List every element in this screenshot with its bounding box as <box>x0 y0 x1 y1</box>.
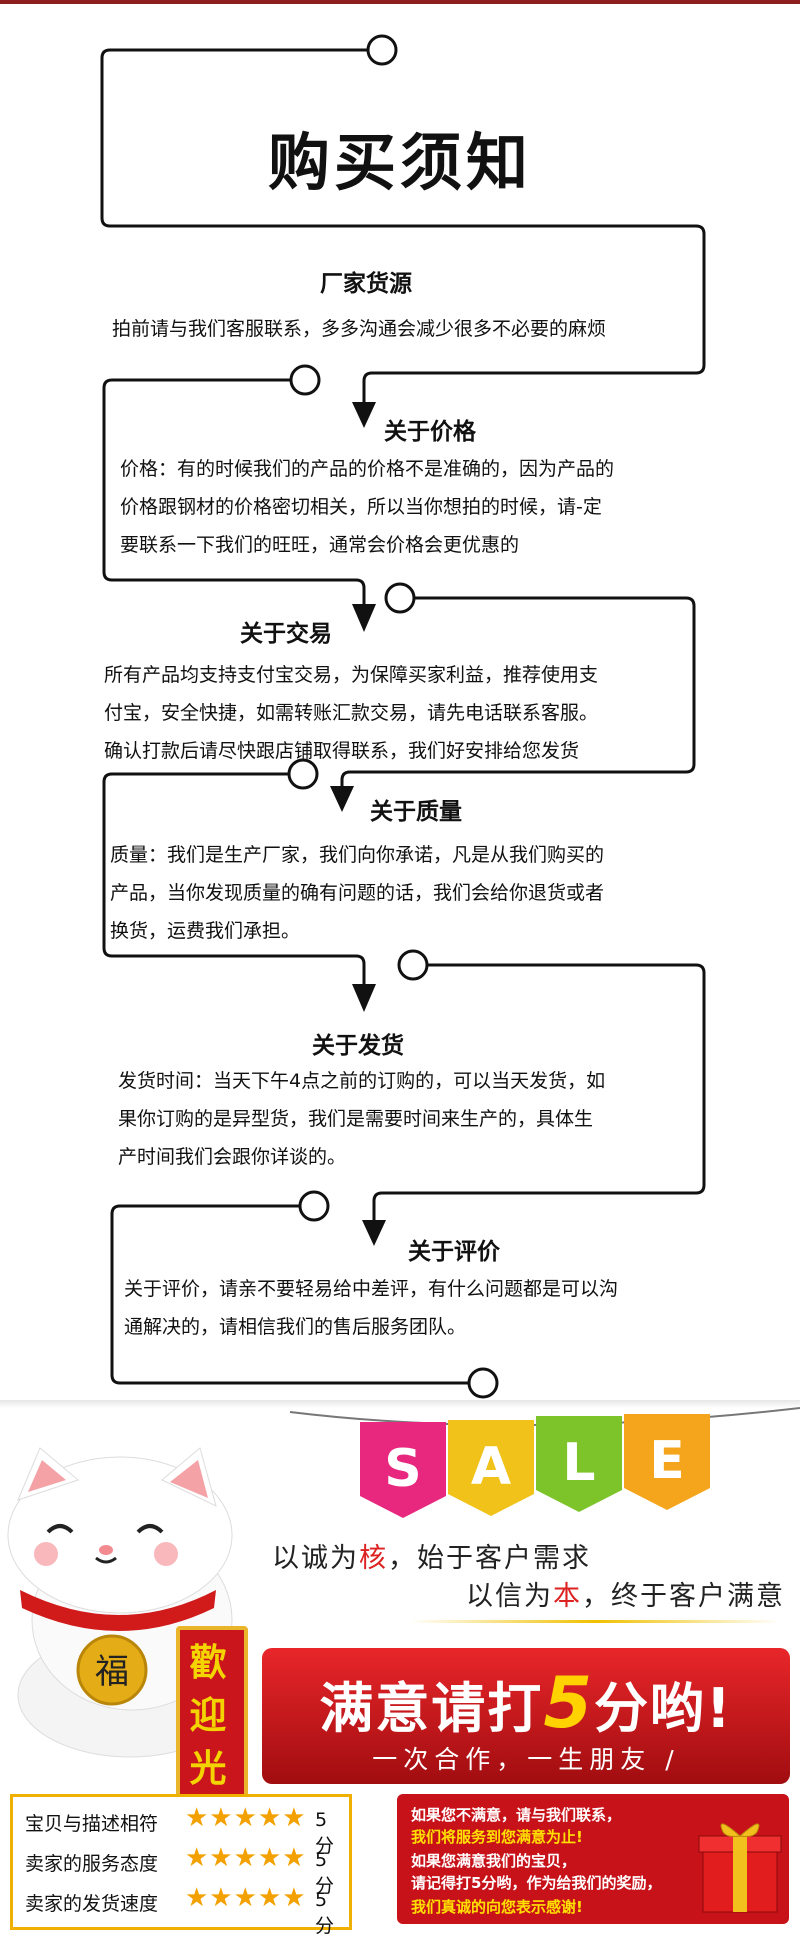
rating-row: 宝贝与描述相符 ★★★★★ 5分 <box>25 1803 345 1857</box>
arrow-down-icon <box>352 984 376 1012</box>
text-line: 所有产品均支持支付宝交易，为保障买家利益，推荐使用支 <box>104 664 599 686</box>
sale-letter: S <box>384 1439 421 1499</box>
section-body: 拍前请与我们客服联系，多多沟通会减少很多不必要的麻烦 <box>112 310 606 348</box>
section-body: 价格：有的时候我们的产品的价格不是准确的，因为产品的 价格跟钢材的价格密切相关，… <box>120 450 614 564</box>
section-heading: 关于交易 <box>240 621 332 647</box>
node-circle <box>289 364 321 396</box>
slogan-line-1: 以诚为核，始于客户需求 <box>272 1536 591 1575</box>
divider <box>0 1400 800 1408</box>
text-line: 质量：我们是生产厂家，我们向你承诺，凡是从我们购买的 <box>110 844 605 866</box>
section-heading: 厂家货源 <box>320 271 412 297</box>
section-heading: 关于价格 <box>384 419 476 445</box>
scroll-char: 迎 <box>189 1694 227 1737</box>
rating-row: 卖家的服务态度 ★★★★★ 5分 <box>25 1843 345 1897</box>
slogan-text: 以信为 <box>466 1581 553 1612</box>
rating-score: 5分 <box>315 1889 335 1937</box>
node-circle <box>366 34 398 66</box>
arrow-down-icon <box>352 402 376 428</box>
message-line: 我们将服务到您满意为止! <box>411 1828 583 1846</box>
slogan-text: ，终于客户满意 <box>582 1581 785 1612</box>
text-line: 通解决的，请相信我们的售后服务团队。 <box>124 1316 467 1338</box>
message-line: 如果您满意我们的宝贝， <box>411 1852 577 1870</box>
rating-banner: 满意请打5分哟! 一次合作，一生朋友 / <box>262 1648 790 1784</box>
rating-row: 卖家的发货速度 ★★★★★ 5分 <box>25 1883 345 1937</box>
star-icon: ★★★★★ <box>185 1803 307 1833</box>
text-line: 发货时间：当天下午4点之前的订购的，可以当天发货，如 <box>118 1070 606 1092</box>
banner-subtitle: 一次合作，一生朋友 / <box>262 1740 790 1776</box>
text-line: 拍前请与我们客服联系，多多沟通会减少很多不必要的麻烦 <box>112 318 607 340</box>
banner-five: 5 <box>543 1662 595 1744</box>
slogan-text: ，始于客户需求 <box>388 1543 591 1574</box>
rating-label: 卖家的服务态度 <box>25 1853 159 1875</box>
message-line: 我们真诚的向您表示感谢! <box>411 1898 583 1916</box>
text-line: 要联系一下我们的旺旺，通常会价格会更优惠的 <box>120 534 520 556</box>
section-body: 关于评价，请亲不要轻易给中差评，有什么问题都是可以沟 通解决的，请相信我们的售后… <box>124 1270 618 1346</box>
star-icon: ★★★★★ <box>185 1883 307 1913</box>
gift-box-icon <box>698 1823 782 1913</box>
sale-pennant <box>624 1414 710 1510</box>
sale-letter: E <box>649 1431 685 1491</box>
arrow-down-icon <box>352 604 376 632</box>
sale-pennant <box>536 1416 622 1512</box>
banner-text: 分哟! <box>594 1677 733 1740</box>
slogan-text: 以诚为 <box>272 1543 359 1574</box>
arrow-down-icon <box>330 786 354 812</box>
scroll-char: 光 <box>189 1747 227 1790</box>
banner-sub-text: 一次合作，一生朋友 <box>372 1745 652 1774</box>
slogan-highlight: 核 <box>359 1543 388 1574</box>
section-heading: 关于发货 <box>312 1033 404 1059</box>
sale-pennant <box>360 1422 446 1518</box>
banner-headline: 满意请打5分哟! <box>262 1662 790 1744</box>
node-circle <box>397 949 429 981</box>
svg-text:福: 福 <box>95 1652 129 1692</box>
text-line: 果你订购的是异型货，我们是需要时间来生产的，具体生 <box>118 1108 594 1130</box>
section-heading: 关于评价 <box>408 1239 500 1265</box>
text-line: 产时间我们会跟你详谈的。 <box>118 1146 347 1168</box>
text-line: 价格：有的时候我们的产品的价格不是准确的，因为产品的 <box>120 458 615 480</box>
slogan-highlight: 本 <box>553 1581 582 1612</box>
satisfaction-message: 如果您不满意，请与我们联系， 我们将服务到您满意为止! 如果您满意我们的宝贝， … <box>397 1794 789 1924</box>
rating-label: 卖家的发货速度 <box>25 1893 159 1915</box>
node-circle <box>467 1367 499 1399</box>
node-circle <box>287 758 319 790</box>
rating-score: 5分 <box>315 1809 335 1857</box>
text-line: 换货，运费我们承担。 <box>110 920 301 942</box>
node-circle <box>298 1190 330 1222</box>
section-body: 所有产品均支持支付宝交易，为保障买家利益，推荐使用支 付宝，安全快捷，如需转账汇… <box>104 656 598 770</box>
rating-score: 5分 <box>315 1849 335 1897</box>
text-line: 确认打款后请尽快跟店铺取得联系，我们好安排给您发货 <box>104 740 580 762</box>
star-icon: ★★★★★ <box>185 1843 307 1873</box>
node-circle <box>384 582 416 614</box>
rating-table: 宝贝与描述相符 ★★★★★ 5分 卖家的服务态度 ★★★★★ 5分 卖家的发货速… <box>10 1794 352 1937</box>
top-border <box>0 0 800 4</box>
section-heading: 关于质量 <box>370 799 462 825</box>
scroll-char: 歡 <box>189 1641 227 1684</box>
text-line: 价格跟钢材的价格密切相关，所以当你想拍的时候，请-定 <box>120 496 602 518</box>
sale-letter: A <box>471 1437 511 1497</box>
banner-slash: / <box>665 1745 680 1774</box>
page-title: 购买须知 <box>267 126 532 199</box>
text-line: 关于评价，请亲不要轻易给中差评，有什么问题都是可以沟 <box>124 1278 619 1300</box>
sale-letter: L <box>562 1433 595 1493</box>
text-line: 产品，当你发现质量的确有问题的话，我们会给你退货或者 <box>110 882 605 904</box>
section-body: 发货时间：当天下午4点之前的订购的，可以当天发货，如 果你订购的是异型货，我们是… <box>118 1062 605 1176</box>
message-line: 请记得打5分哟，作为给我们的奖励， <box>411 1874 662 1892</box>
flow-connector-lines <box>100 34 706 1399</box>
banner-text: 满意请打 <box>319 1677 544 1740</box>
divider <box>410 1620 780 1623</box>
sale-pennant <box>448 1420 534 1516</box>
section-body: 质量：我们是生产厂家，我们向你承诺，凡是从我们购买的 产品，当你发现质量的确有问… <box>110 836 604 950</box>
arrow-down-icon <box>362 1220 386 1246</box>
slogan-line-2: 以信为本，终于客户满意 <box>466 1574 785 1613</box>
text-line: 付宝，安全快捷，如需转账汇款交易，请先电话联系客服。 <box>104 702 599 724</box>
rating-label: 宝贝与描述相符 <box>25 1813 159 1835</box>
message-line: 如果您不满意，请与我们联系， <box>411 1806 622 1824</box>
